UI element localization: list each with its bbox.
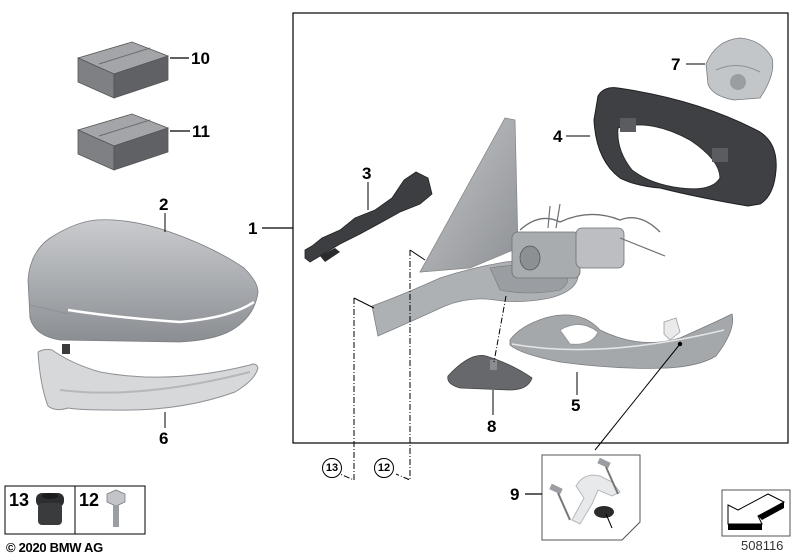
callout-2: 2 bbox=[159, 195, 169, 214]
small-cover-illustration bbox=[447, 355, 533, 391]
callout-10: 10 bbox=[191, 49, 210, 68]
mirror-base-illustration bbox=[371, 117, 579, 337]
turn-indicator-illustration bbox=[37, 344, 259, 411]
callout-4: 4 bbox=[553, 127, 563, 146]
grommet-13-illustration bbox=[36, 493, 64, 525]
callout-circle-12: 12 bbox=[374, 458, 394, 478]
callout-9: 9 bbox=[510, 485, 520, 504]
callout-circle-13: 13 bbox=[322, 458, 342, 478]
diagram-reference-number: 508116 bbox=[741, 538, 784, 553]
lower-trim-illustration bbox=[509, 313, 734, 369]
callout-7: 7 bbox=[671, 55, 681, 74]
screw-12-illustration bbox=[106, 489, 126, 527]
callout-3: 3 bbox=[362, 164, 372, 183]
mirror-housing-frame-illustration bbox=[593, 87, 777, 207]
mirror-glass-illustration bbox=[705, 37, 774, 101]
callout-8: 8 bbox=[487, 417, 497, 436]
carton-11-illustration bbox=[76, 113, 170, 171]
carton-10-illustration bbox=[76, 41, 170, 99]
clip-kit-illustration bbox=[549, 457, 621, 529]
callout-11: 11 bbox=[192, 122, 210, 141]
mirror-actuator-illustration bbox=[511, 203, 666, 279]
kit-box-9 bbox=[541, 454, 641, 541]
orientation-arrow-icon bbox=[727, 493, 786, 530]
mirror-cap-illustration bbox=[27, 219, 259, 343]
fastener-label-12: 12 bbox=[79, 490, 100, 510]
callout-1: 1 bbox=[248, 219, 258, 238]
callout-5: 5 bbox=[571, 396, 581, 415]
bracket-illustration bbox=[304, 171, 433, 263]
callout-6: 6 bbox=[159, 429, 169, 448]
copyright-text: © 2020 BMW AG bbox=[6, 540, 103, 555]
fastener-label-13: 13 bbox=[9, 490, 30, 510]
